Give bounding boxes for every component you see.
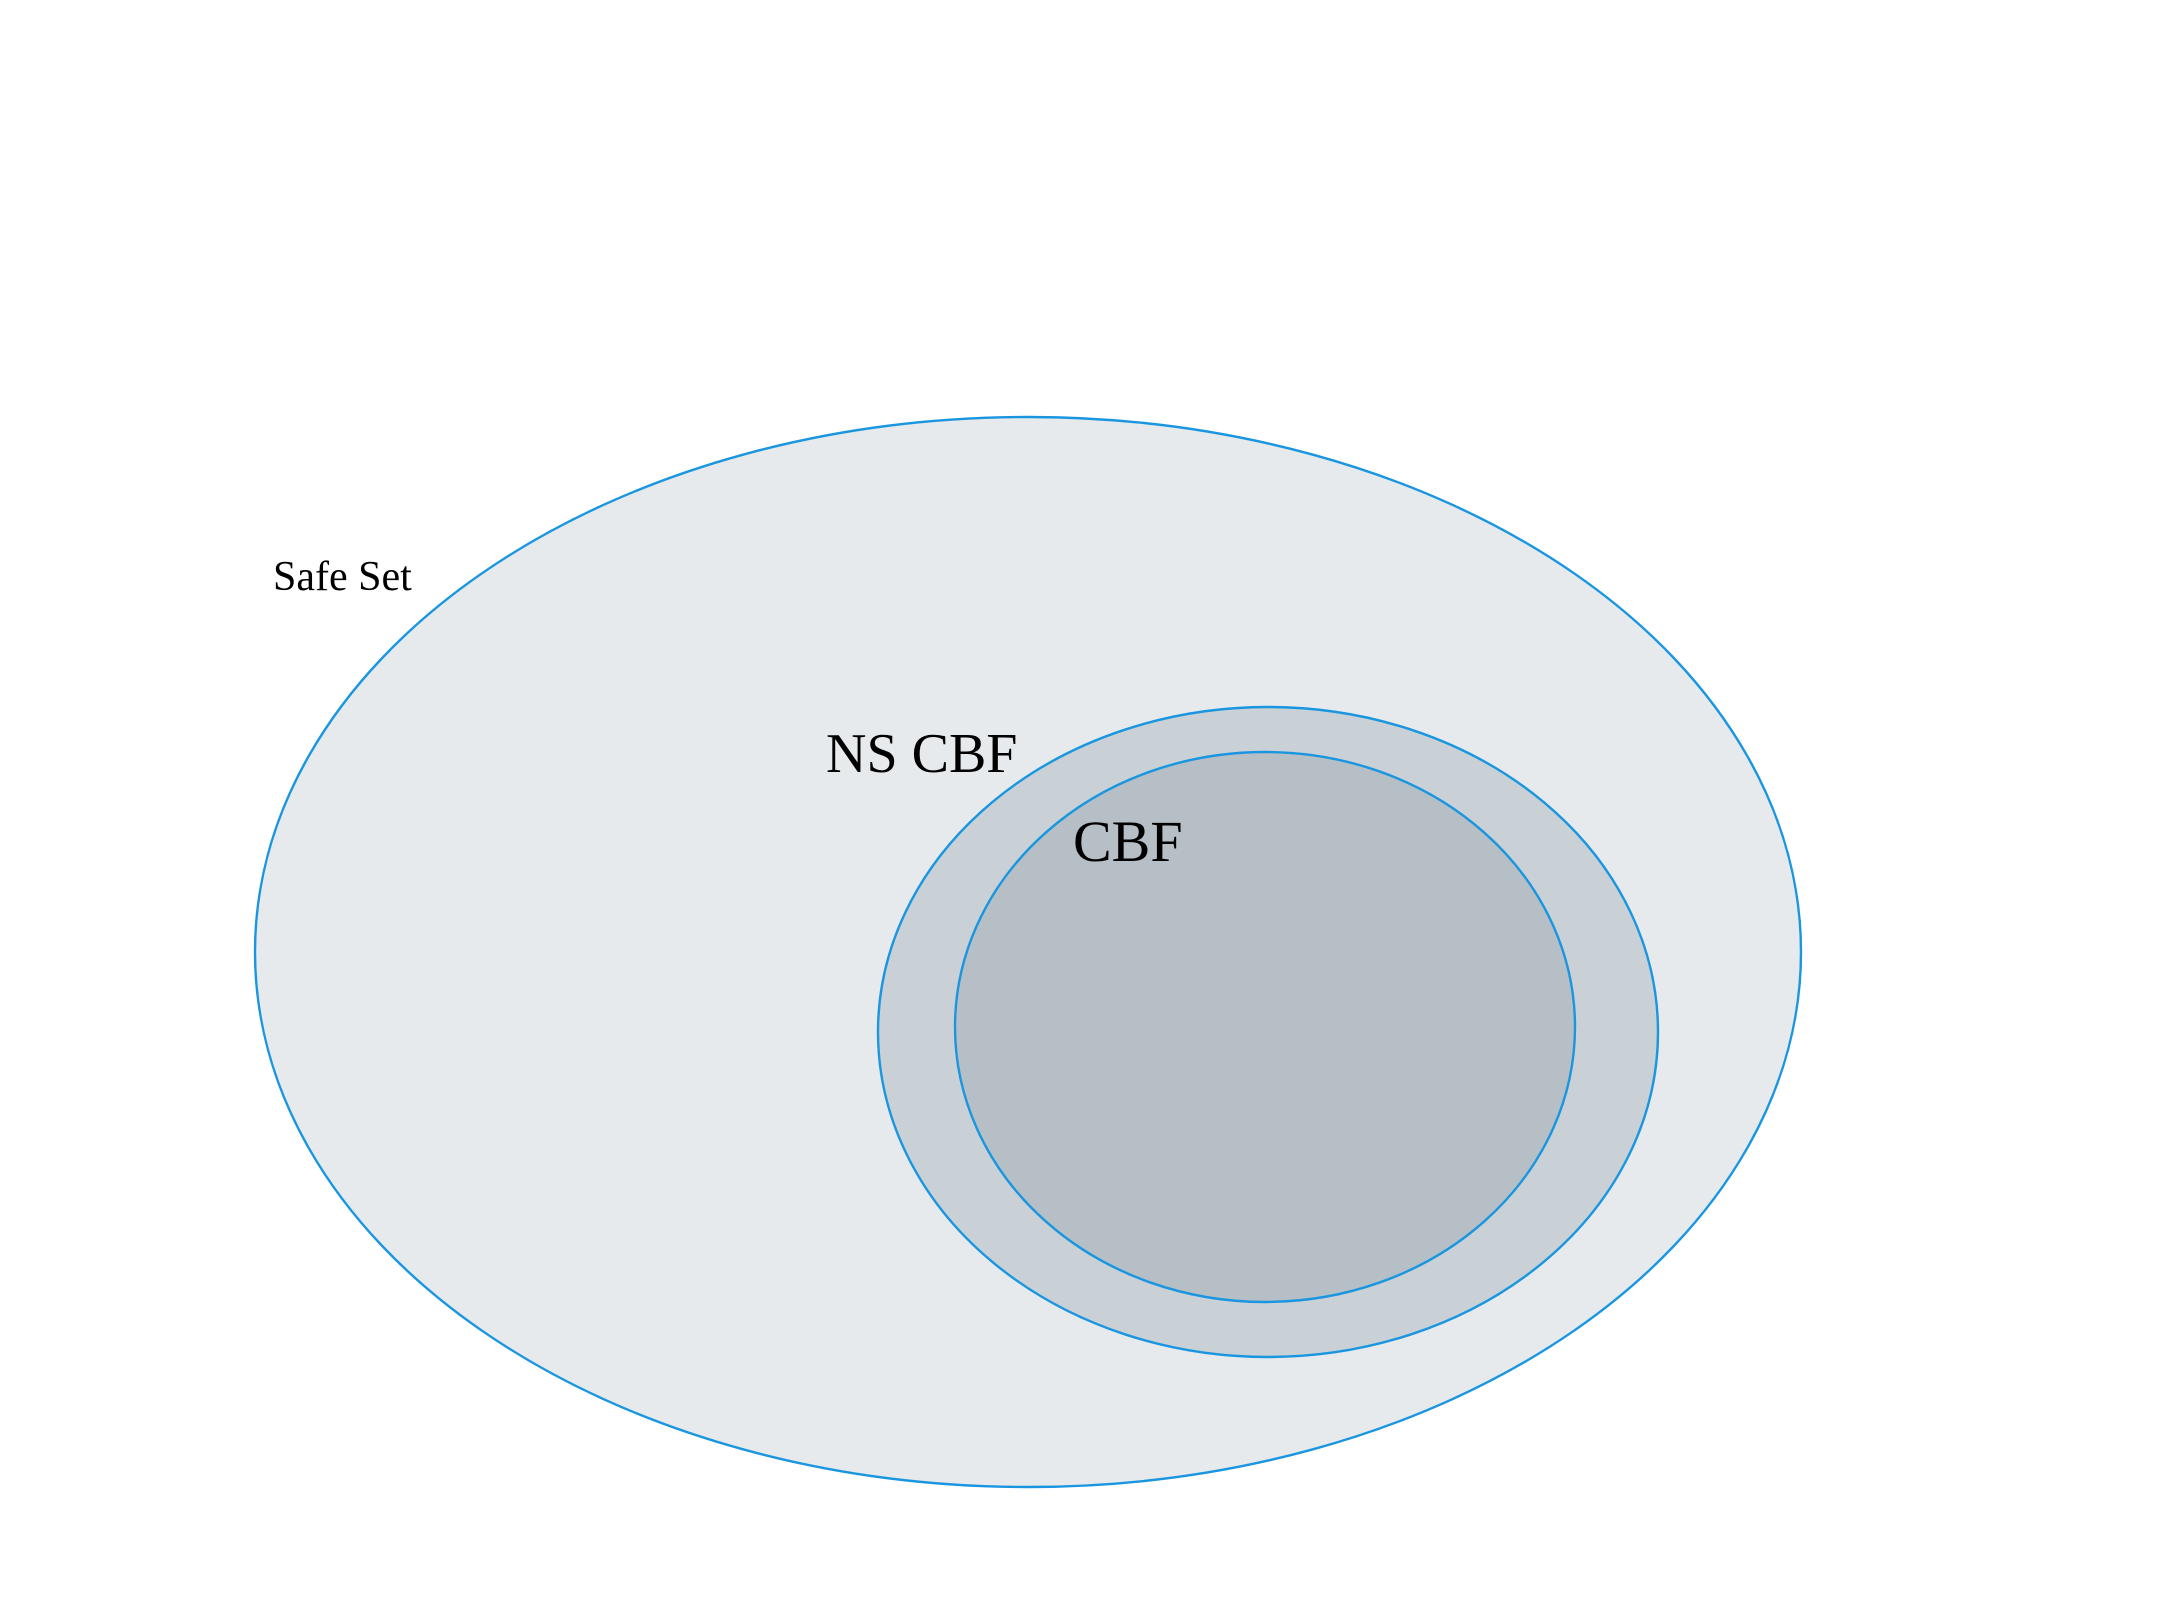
ns-cbf-label: NS CBF <box>826 723 1017 785</box>
cbf-label: CBF <box>1073 809 1183 874</box>
safe-set-label: Safe Set <box>273 554 412 600</box>
cbf-region <box>953 750 1577 1304</box>
